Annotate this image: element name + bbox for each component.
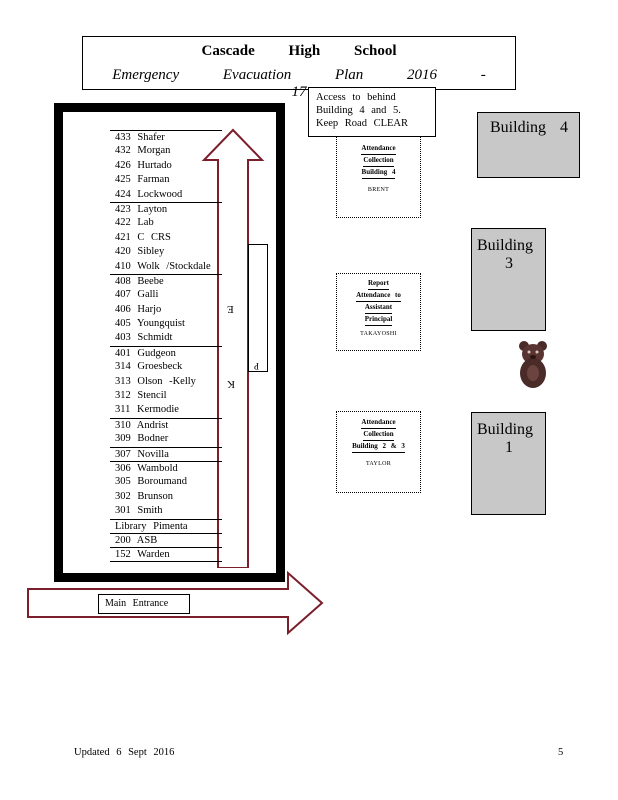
building-4: Building 4 (477, 112, 580, 178)
building-1-label: Building (477, 421, 534, 438)
station-line: Attendance (361, 417, 396, 429)
room-row: 314 Groesbeck (115, 361, 183, 373)
station-staff-name: TAYLOR (365, 461, 392, 467)
updated-date: Updated 6 Sept 2016 (74, 747, 175, 758)
page-number: 5 (558, 747, 564, 758)
room-row: 302 Brunson (115, 490, 173, 502)
room-row: 424 Lockwood (115, 188, 183, 200)
station-line: Attendance (361, 143, 396, 155)
station-line: Assistant (364, 302, 393, 314)
building-3-label: Building (477, 237, 534, 254)
room-row: 407 Galli (115, 289, 159, 301)
access-note: Access to behind Building 4 and 5. Keep … (308, 87, 436, 137)
room-row: 312 Stencil (115, 390, 167, 402)
access-note-line: Keep Road CLEAR (316, 118, 408, 129)
room-row: 433 Shafer (110, 130, 222, 144)
room-row: 432 Morgan (115, 145, 171, 157)
station-line: Principal (364, 314, 393, 326)
title-plan-name: Emergency Evacuation Plan 2016 - 17 (112, 67, 486, 100)
room-row: 200 ASB (110, 532, 222, 547)
room-row: 401 Gudgeon (110, 345, 222, 360)
station-line: Collection (363, 429, 394, 441)
bear-mascot-icon (519, 341, 547, 388)
room-row: 310 Andrist (110, 417, 222, 432)
room-row: 420 Sibley (115, 246, 165, 258)
title-school-name: Cascade High School (201, 43, 397, 59)
station-line: Building 2 & 3 (352, 441, 405, 453)
building-1: Building 1 (471, 412, 546, 515)
room-row: 152 Warden (110, 547, 222, 562)
room-row: 408 Beebe (110, 273, 222, 288)
title-box: Cascade High School Emergency Evacuation… (82, 36, 516, 100)
room-row: 406 Harjo (115, 303, 162, 315)
station-staff-name: BRENT (367, 187, 390, 193)
station-assistant-principal: Report Attendance to Assistant Principal… (336, 273, 421, 351)
building-3: Building 3 (471, 228, 546, 331)
room-row: 309 Bodner (115, 433, 169, 445)
station-line: Attendance to (356, 290, 401, 302)
building-1-number: 1 (505, 439, 513, 456)
hall-glyph-lower: K (227, 378, 235, 390)
room-row: 307 Novilla (110, 446, 222, 461)
access-note-line: Access to behind (316, 92, 396, 103)
room-row: 301 Smith (115, 505, 163, 517)
room-row: 421 C CRS (115, 231, 171, 243)
station-line: Collection (363, 155, 394, 167)
hallway-side-room (248, 244, 268, 372)
station-building-2-3: Attendance Collection Building 2 & 3 TAY… (336, 411, 421, 493)
building-4-label: Building 4 (490, 119, 569, 136)
main-entrance-label: Main Entrance (98, 594, 190, 614)
room-row: 422 Lab (115, 217, 154, 229)
room-row: 306 Wambold (110, 460, 222, 475)
station-line: Report (368, 278, 389, 290)
station-building-4: Attendance Collection Building 4 BRENT (336, 136, 421, 218)
room-row: 423 Layton (110, 201, 222, 216)
side-room-glyph: P (254, 361, 260, 371)
access-note-line: Building 4 and 5. (316, 105, 401, 116)
room-row: 305 Boroumand (115, 476, 187, 488)
room-row: 426 Hurtado (115, 159, 172, 171)
room-row: 311 Kermodie (115, 404, 179, 416)
hallway-up-arrow (201, 128, 265, 568)
room-row: 403 Schmidt (115, 332, 173, 344)
building-3-number: 3 (505, 255, 513, 272)
station-staff-name: TAKAYOSHI (360, 331, 397, 337)
room-row: 410 Wolk /Stockdale (115, 260, 211, 272)
room-row: 425 Farman (115, 174, 170, 186)
room-row: 405 Youngquist (115, 318, 185, 330)
main-building-outline (54, 103, 285, 582)
station-line: Building 4 (361, 167, 396, 179)
room-row: Library Pimenta (110, 518, 222, 533)
room-row: 313 Olson -Kelly (115, 375, 196, 387)
hall-glyph-upper: E (227, 303, 234, 315)
